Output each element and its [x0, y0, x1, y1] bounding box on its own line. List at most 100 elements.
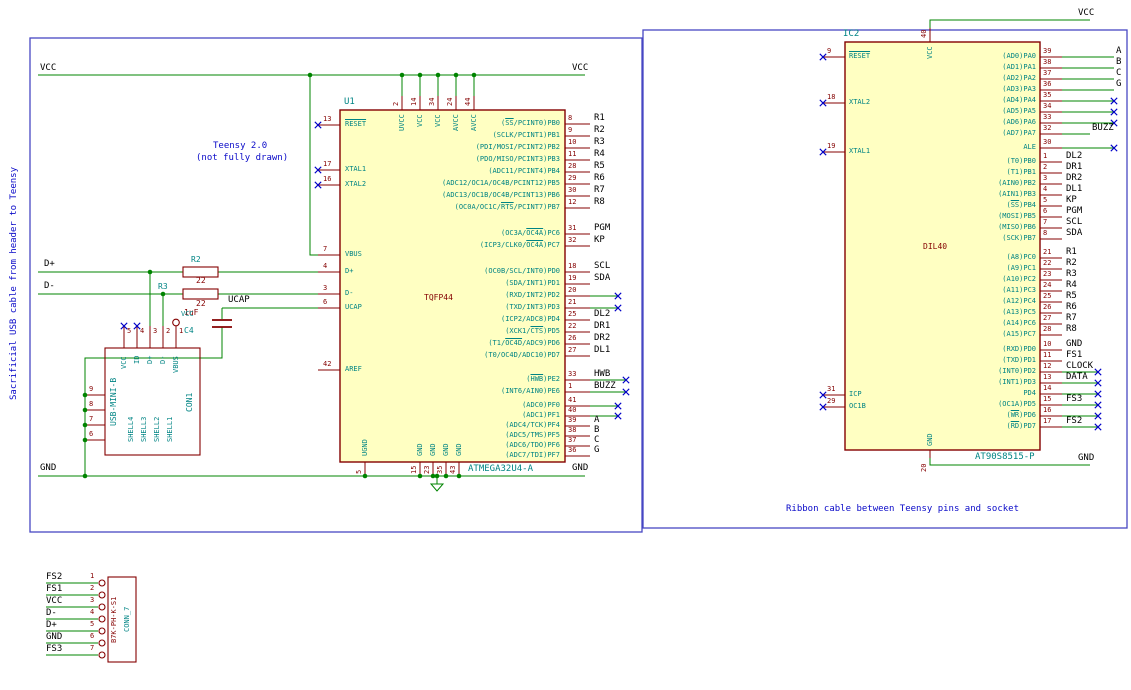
c4-value: 1uF: [184, 308, 199, 317]
no-connect-icon: [622, 388, 630, 396]
pin-name: (ADC5/TMS)PF5: [505, 431, 560, 439]
pin-name: (MOSI)PB5: [998, 212, 1036, 220]
pin-name: SHELL3: [140, 416, 148, 442]
resistor-r2[interactable]: [182, 266, 219, 278]
pin-number: 8: [1043, 229, 1048, 237]
pin-number: 8: [89, 400, 94, 408]
net-label: CLOCK: [1066, 361, 1094, 371]
net-label: FS3: [46, 644, 63, 654]
pin-name: (AD2)PA2: [1002, 74, 1036, 82]
pin-name: (RD)PD7: [1006, 422, 1036, 430]
junction-dot: [430, 473, 436, 479]
pin-name: (XCK1/CTS)PD5: [505, 327, 560, 335]
dminus-label: D-: [44, 281, 55, 291]
pin-name: (PDO/MISO/PCINT3)PB3: [475, 155, 560, 163]
vcc-power-circle: [172, 318, 180, 327]
pin-number: 13: [323, 115, 332, 123]
no-connect-icon: [819, 99, 827, 107]
pin-name: GND: [429, 443, 437, 456]
junction-dot: [443, 473, 449, 479]
pin-number: 44: [464, 97, 472, 106]
pin-number: 31: [827, 385, 836, 393]
pin-name: (ADC11/PCINT4)PB4: [488, 167, 560, 175]
capacitor-c4[interactable]: [212, 319, 232, 328]
ic2-value: AT90S8515-P: [975, 452, 1035, 462]
ic2-ref: IC2: [843, 29, 860, 39]
pin-number: 35: [436, 465, 444, 474]
pin-name: (AD1)PA1: [1002, 63, 1036, 71]
no-connect-icon: [614, 292, 622, 300]
junction-dot: [453, 72, 459, 78]
pin-number: 4: [140, 327, 145, 335]
net-label: DATA: [1066, 372, 1088, 382]
net-label: G: [594, 445, 600, 455]
pin-name: (T1/OC4D/ADC9)PD6: [488, 339, 560, 347]
net-label: G: [1116, 79, 1122, 89]
pin-name: XTAL2: [345, 180, 367, 188]
pin-name: (ICP2/ADC8)PD4: [500, 315, 560, 323]
pin-number: 3: [90, 596, 95, 604]
no-connect-icon: [1094, 368, 1102, 376]
pin-name: (OC0B/SCL/INT0)PD0: [484, 267, 560, 275]
pin-name: (OC3A/OC4A)PC6: [500, 229, 560, 237]
no-connect-icon: [314, 121, 322, 129]
pin-number: 5: [127, 327, 132, 335]
usb-connector-body[interactable]: [104, 347, 201, 456]
pin-name: (ICP3/CLK0/OC4A)PC7: [479, 241, 560, 249]
pin-number: 9: [827, 47, 832, 55]
u1-body[interactable]: [339, 109, 566, 463]
pin-number: 10: [568, 138, 577, 146]
vcc-label: VCC: [1078, 8, 1095, 18]
pin-number: 2: [90, 584, 95, 592]
conn7-ref: CONN_7: [123, 606, 131, 632]
pin-number: 2: [392, 101, 400, 106]
no-connect-icon: [314, 181, 322, 189]
pin-number: 22: [568, 322, 577, 330]
pin-name: VBUS: [172, 356, 180, 373]
net-label: R4: [1066, 280, 1077, 290]
no-connect-icon: [1110, 119, 1118, 127]
no-connect-icon: [622, 376, 630, 384]
pin-name: GND: [926, 433, 934, 446]
r2-value: 22: [196, 276, 206, 285]
pin-number: 34: [428, 97, 436, 106]
pin-number: 28: [568, 162, 577, 170]
net-label: FS2: [46, 572, 63, 582]
pin-name: (A10)PC2: [1002, 275, 1036, 283]
net-label: A: [1116, 46, 1122, 56]
pin-name: (TXD)PD1: [1002, 356, 1036, 364]
pin-number: 6: [90, 632, 95, 640]
pin-name: GND: [442, 443, 450, 456]
pin-name: XTAL1: [345, 165, 367, 173]
junction-dot: [82, 473, 88, 479]
net-label: FS1: [46, 584, 63, 594]
pin-name: AVCC: [470, 114, 478, 131]
junction-dot: [399, 72, 405, 78]
pin-number: 8: [568, 114, 573, 122]
no-connect-icon: [614, 402, 622, 410]
pin-name: SHELL2: [153, 416, 161, 442]
net-label: DR1: [594, 321, 611, 331]
net-label: C: [594, 435, 600, 445]
pin-number: 21: [1043, 248, 1052, 256]
ic2-body[interactable]: [844, 41, 1041, 451]
pin-name: (A15)PC7: [1002, 330, 1036, 338]
pin-name: ID: [133, 355, 141, 364]
no-connect-icon: [1094, 423, 1102, 431]
pin-number: 40: [920, 29, 928, 38]
junction-dot: [435, 72, 441, 78]
conn7-value: B7K-PH-K-S1: [110, 596, 118, 643]
pin-number: 40: [568, 406, 577, 414]
conn7-body[interactable]: [107, 576, 137, 663]
pin-number: 39: [1043, 47, 1052, 55]
pin-name: (ADC4/TCK)PF4: [505, 421, 560, 429]
pin-number: 3: [153, 327, 158, 335]
pin-name: (SDA/INT1)PD1: [505, 279, 560, 287]
pin-name: (OC1A)PD5: [998, 400, 1036, 408]
pin-number: 3: [1043, 174, 1048, 182]
dplus-label: D+: [44, 259, 55, 269]
resistor-r3[interactable]: [182, 288, 219, 300]
pin-number: 37: [1043, 69, 1052, 77]
con1-ref: CON1: [185, 392, 194, 412]
